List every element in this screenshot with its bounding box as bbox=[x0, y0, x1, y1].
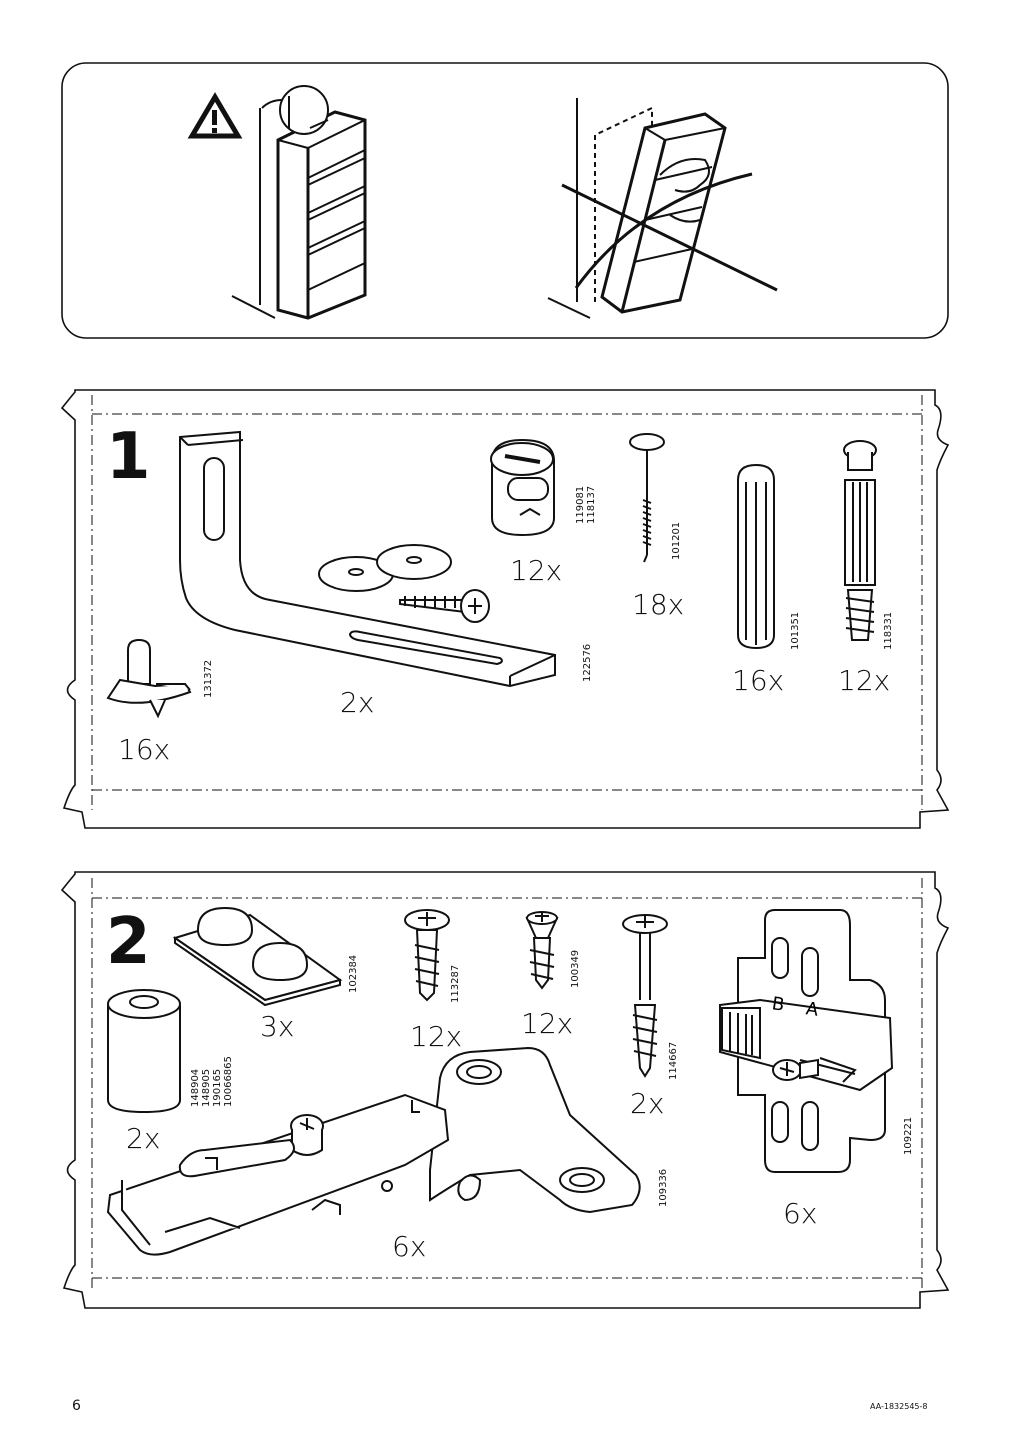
mounting-plate-drawing bbox=[719, 909, 894, 1173]
page-number: 6 bbox=[72, 1398, 81, 1414]
crossed-out-tipping-bookcase-icon bbox=[547, 98, 778, 319]
dowel-drawing bbox=[737, 463, 775, 650]
article-cam-lock: 119081 118137 bbox=[575, 485, 597, 524]
article-hinge: 109336 bbox=[658, 1168, 669, 1207]
screw-flat-drawing bbox=[525, 911, 559, 990]
part-count-spacer: 2x bbox=[126, 1122, 161, 1155]
article-screw-long: 114667 bbox=[668, 1041, 679, 1080]
part-count-bumper-pads: 3x bbox=[260, 1010, 295, 1043]
article-shelf-pin: 131372 bbox=[203, 659, 214, 698]
article-cam-bolt: 118331 bbox=[883, 611, 894, 650]
cam-lock-drawing bbox=[490, 438, 555, 537]
part-count-screw-short: 12x bbox=[410, 1020, 463, 1053]
shelf-pin-drawing bbox=[106, 638, 192, 719]
cam-bolt-drawing bbox=[843, 440, 877, 641]
article-spacer: 148904 148905 190165 10066865 bbox=[190, 1056, 234, 1107]
step2-frame bbox=[60, 871, 950, 1309]
hinge-drawing bbox=[106, 1046, 641, 1256]
screw-short-drawing bbox=[404, 909, 450, 1002]
part-count-screw-flat: 12x bbox=[521, 1007, 574, 1040]
step1-dash-border bbox=[91, 395, 923, 810]
washer-drawing bbox=[318, 544, 452, 592]
article-bumper-pads: 102384 bbox=[348, 954, 359, 993]
nail-drawing bbox=[629, 433, 665, 563]
step2-dash-border bbox=[91, 878, 923, 1292]
bookcase-against-wall-icon bbox=[231, 85, 367, 320]
step1-number: 1 bbox=[106, 420, 151, 494]
part-count-cam-lock: 12x bbox=[510, 554, 563, 587]
part-count-screw-long: 2x bbox=[630, 1087, 665, 1120]
article-mounting-plate: 109221 bbox=[903, 1116, 914, 1155]
part-count-dowel: 16x bbox=[732, 664, 785, 697]
step2-number: 2 bbox=[106, 905, 151, 979]
article-screw-flat: 100349 bbox=[570, 949, 581, 988]
article-nail: 101201 bbox=[671, 521, 682, 560]
part-count-nail: 18x bbox=[632, 588, 685, 621]
warning-triangle-icon bbox=[187, 92, 243, 139]
part-count-shelf-pin: 16x bbox=[118, 733, 171, 766]
angle-bracket-drawing bbox=[179, 430, 556, 688]
part-count-hinge: 6x bbox=[392, 1230, 427, 1263]
article-screw-short: 113287 bbox=[450, 964, 461, 1003]
article-dowel: 101351 bbox=[790, 611, 801, 650]
part-count-mounting-plate: 6x bbox=[783, 1197, 818, 1230]
warning-panel-frame bbox=[61, 62, 949, 339]
part-count-cam-bolt: 12x bbox=[838, 664, 891, 697]
wood-screw-drawing bbox=[399, 589, 490, 623]
bumper-pads-drawing bbox=[172, 906, 343, 1007]
part-count-bracket: 2x bbox=[340, 686, 375, 719]
document-code: AA-1832545-8 bbox=[870, 1402, 928, 1411]
article-bracket: 122576 bbox=[582, 643, 593, 682]
spacer-cylinder-drawing bbox=[107, 989, 181, 1114]
screw-long-drawing bbox=[622, 914, 668, 1078]
step1-frame bbox=[60, 389, 950, 829]
